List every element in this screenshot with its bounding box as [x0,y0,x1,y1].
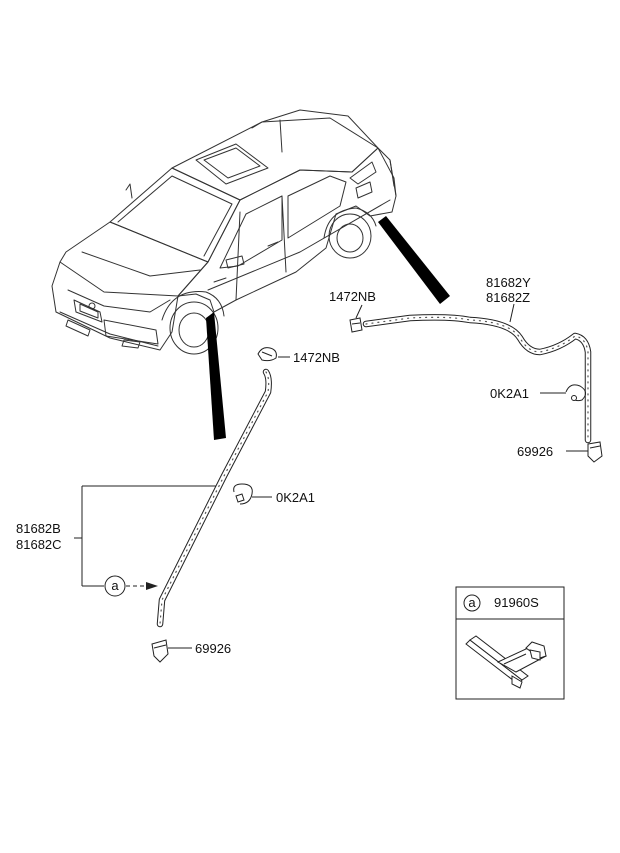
inset-part-number: 91960S [494,595,539,610]
callout-clip-front: 0K2A1 [276,490,315,505]
callout-hose-rear-lower: 81682Z [486,290,530,305]
callout-drain-rear: 69926 [517,444,553,459]
callout-clip-rear: 0K2A1 [490,386,529,401]
callout-drain-front: 69926 [195,641,231,656]
callout-hose-front-upper: 81682B [16,521,61,536]
rear-drain-valve [587,441,603,463]
callout-grommet-rear: 1472NB [329,289,376,304]
front-hose-clip [233,483,253,505]
front-pointer-wedge [206,312,226,440]
callout-hose-rear-upper: 81682Y [486,275,531,290]
sedan-car-illustration [51,109,397,355]
front-grommet [257,347,277,362]
front-drain-valve [151,639,169,663]
inset-box: a 91960S [455,586,565,700]
rear-drain-hose [362,314,592,444]
bracket-part-icon [465,635,548,689]
reference-marker-label: a [111,578,119,593]
callout-grommet-front: 1472NB [293,350,340,365]
rear-grommet [349,317,363,333]
inset-marker-label: a [468,595,476,610]
rear-pointer-wedge [378,216,450,304]
front-drain-hose [156,368,272,628]
reference-marker: a [104,575,126,597]
callout-hose-front-lower: 81682C [16,537,62,552]
front-hose-bracket [74,485,216,590]
rear-hose-clip [565,384,586,402]
